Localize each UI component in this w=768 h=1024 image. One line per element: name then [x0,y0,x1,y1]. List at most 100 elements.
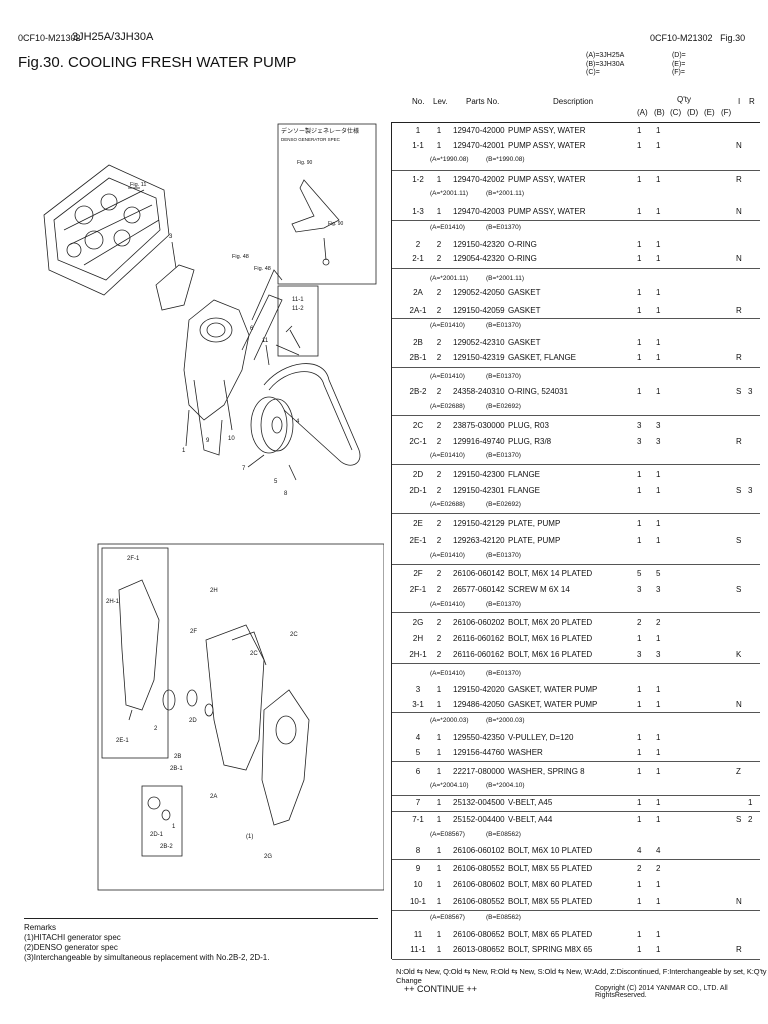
part-desc: GASKET, WATER PUMP [508,700,598,709]
part-desc: BOLT, M8X 55 PLATED [508,864,593,873]
interchange-code: S [736,387,742,396]
part-number: 23875-030000 [453,421,505,430]
qty-a: 1 [637,634,642,643]
part-no: 11 [413,930,423,939]
part-no: 7 [415,798,421,807]
remark-3: (3)Interchangeable by simultaneous repla… [24,953,270,962]
qty-b: 2 [656,864,661,873]
qty-b: 1 [656,748,661,757]
callout-2h: 2H [210,588,218,594]
serial-range: (A=*2000.03)(B=*2000.03) [0,716,768,725]
qty-a: 3 [637,437,642,446]
serial-range: (A=*2004.10)(B=*2004.10) [0,781,768,790]
serial-a: (A=E01410) [430,224,465,231]
part-lev: 2 [436,569,442,578]
part-number: 26106-060102 [453,846,505,855]
part-desc: SCREW M 6X 14 [508,585,570,594]
part-lev: 1 [436,733,442,742]
callout-5: 5 [274,479,278,485]
col-interchange: I [738,97,741,106]
interchange-code: Z [736,767,741,776]
callout-3: 3 [169,234,173,240]
v-pulley-drawing [250,396,294,454]
part-no: 11-1 [410,945,426,954]
serial-range: (A=E01410)(B=E01370) [0,669,768,678]
row-divider [392,367,760,368]
callout-6: 6 [250,326,254,332]
part-lev: 1 [436,748,442,757]
part-desc: WASHER, SPRING 8 [508,767,585,776]
part-desc: PLUG, R03 [508,421,549,430]
qty-b: 1 [656,798,661,807]
pump-plate-drawing [205,624,265,771]
interchange-code: N [736,700,742,709]
part-number: 129052-42050 [453,288,505,297]
qty-a: 3 [637,585,642,594]
serial-range: (A=E08567)(B=E08562) [0,830,768,839]
serial-b: (B=E02692) [486,501,521,508]
model-legend-c: (C)= [586,69,600,76]
row-divider [392,761,760,762]
serial-range: (A=E01410)(B=E01370) [0,372,768,381]
callout-2e-1: 2E-1 [116,738,129,744]
model-legend: (A)=3JH25A (B)=3JH30A (C)= (D)= (E)= (F)… [586,52,756,78]
qty-a: 1 [637,798,642,807]
model-legend-col-2: (D)= (E)= (F)= [672,52,756,78]
qty-b: 1 [656,353,661,362]
part-lev: 2 [436,536,442,545]
serial-b: (B=*1990.08) [486,156,525,163]
row-divider [392,318,760,319]
parts-table-header: No. Lev. Parts No. Description Q'ty (A) … [0,94,768,122]
part-no: 2F [413,569,423,578]
model-legend-d: (D)= [671,52,686,59]
qty-b: 1 [656,486,661,495]
table-left-rule [391,122,392,959]
part-no: 2-1 [412,254,424,263]
part-desc: GASKET [508,338,541,347]
part-number: 129150-42319 [453,353,505,362]
part-no: 2H [412,634,424,643]
part-desc: FLANGE [508,486,541,495]
qty-b: 1 [656,685,661,694]
part-number: 26106-060142 [453,569,505,578]
part-desc: PUMP ASSY, WATER [508,207,586,216]
qty-a: 1 [637,880,642,889]
qty-b: 1 [656,175,661,184]
part-lev: 1 [436,175,442,184]
part-lev: 1 [436,897,442,906]
part-number: 129054-42320 [453,254,505,263]
part-number: 26106-080602 [453,880,505,889]
serial-b: (B=E02692) [486,403,521,410]
part-desc: BOLT, M8X 55 PLATED [508,897,593,906]
doc-code-right: 0CF10-M21302 Fig.30 [650,33,745,43]
part-desc: PUMP ASSY, WATER [508,126,586,135]
model-legend-e: (E)= [671,60,686,68]
part-desc: BOLT, SPRING M8X 65 [508,945,593,954]
part-desc: GASKET, FLANGE [508,353,577,362]
part-lev: 1 [436,945,442,954]
qty-a: 3 [637,421,642,430]
qty-a: 1 [637,240,642,249]
col-qty-a: (A) [637,108,648,117]
remark-1: (1)HITACHI generator spec [24,933,121,942]
model-legend-f: (F)= [671,69,685,76]
part-no: 8 [415,846,421,855]
interchange-code: N [736,897,742,906]
ref-fig-11: Fig. 11 [130,182,146,188]
serial-range: (A=E02688)(B=E02692) [0,402,768,411]
part-desc: BOLT, M8X 65 PLATED [508,930,593,939]
part-number: 129150-42301 [453,486,505,495]
callout-11: 11 [262,338,269,344]
part-desc: PLATE, PUMP [508,519,561,528]
part-lev: 2 [436,421,442,430]
